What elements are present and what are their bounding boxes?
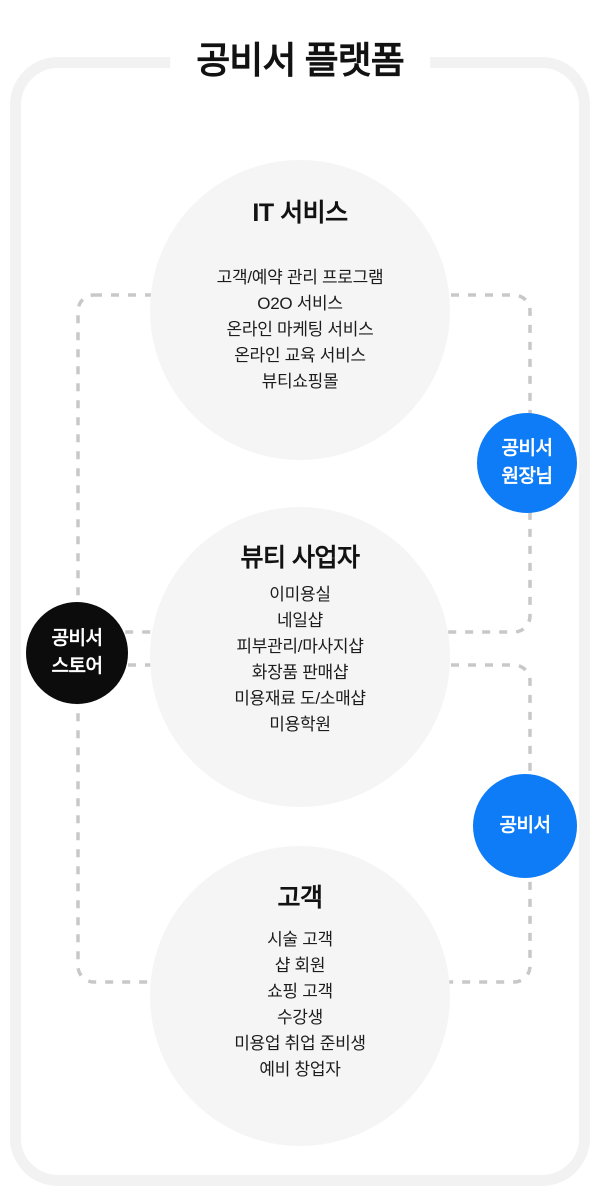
node-gongbiseo-store: 공비서 스토어	[26, 602, 128, 704]
list-item: 고객/예약 관리 프로그램	[216, 268, 384, 287]
list-item: 미용업 취업 준비생	[234, 1034, 366, 1053]
circle-title: 뷰티 사업자	[240, 544, 360, 572]
list-item: 샵 회원	[274, 956, 326, 975]
node-label-line: 공비서	[51, 628, 103, 649]
circle-title: 고객	[277, 884, 323, 912]
list-item: 네일샵	[276, 611, 323, 630]
circle-list: 시술 고객 샵 회원 쇼핑 고객 수강생 미용업 취업 준비생 예비 창업자	[234, 927, 366, 1083]
list-item: 온라인 마케팅 서비스	[226, 320, 374, 339]
node-label-line: 공비서	[499, 815, 551, 836]
list-item: 온라인 교육 서비스	[234, 346, 366, 365]
circle-title: IT 서비스	[252, 199, 348, 227]
list-item: 시술 고객	[267, 930, 333, 949]
node-label-line: 원장님	[501, 466, 553, 487]
list-item: 미용학원	[269, 715, 331, 734]
node-label-line: 공비서	[501, 438, 553, 459]
list-item: 쇼핑 고객	[267, 982, 333, 1001]
list-item: 수강생	[276, 1008, 323, 1027]
page-title: 공비서 플랫폼	[170, 38, 430, 84]
list-item: 화장품 판매샵	[251, 663, 349, 682]
list-item: 피부관리/마사지샵	[236, 637, 364, 656]
list-item: 이미용실	[269, 585, 331, 604]
circle-beauty-business: 뷰티 사업자 이미용실 네일샵 피부관리/마사지샵 화장품 판매샵 미용재료 도…	[150, 507, 450, 807]
node-gongbiseo-app: 공비서	[473, 774, 577, 878]
circle-list: 이미용실 네일샵 피부관리/마사지샵 화장품 판매샵 미용재료 도/소매샵 미용…	[234, 582, 366, 738]
node-gongbiseo-owner: 공비서 원장님	[477, 413, 577, 513]
circle-it-services: IT 서비스 고객/예약 관리 프로그램 O2O 서비스 온라인 마케팅 서비스…	[150, 160, 450, 460]
list-item: 예비 창업자	[259, 1060, 341, 1079]
list-item: O2O 서비스	[257, 294, 343, 313]
circle-list: 고객/예약 관리 프로그램 O2O 서비스 온라인 마케팅 서비스 온라인 교육…	[217, 265, 384, 395]
list-item: 미용재료 도/소매샵	[234, 689, 366, 708]
list-item: 뷰티쇼핑몰	[261, 372, 339, 391]
circle-customers: 고객 시술 고객 샵 회원 쇼핑 고객 수강생 미용업 취업 준비생 예비 창업…	[150, 846, 450, 1146]
node-label-line: 스토어	[51, 656, 103, 677]
